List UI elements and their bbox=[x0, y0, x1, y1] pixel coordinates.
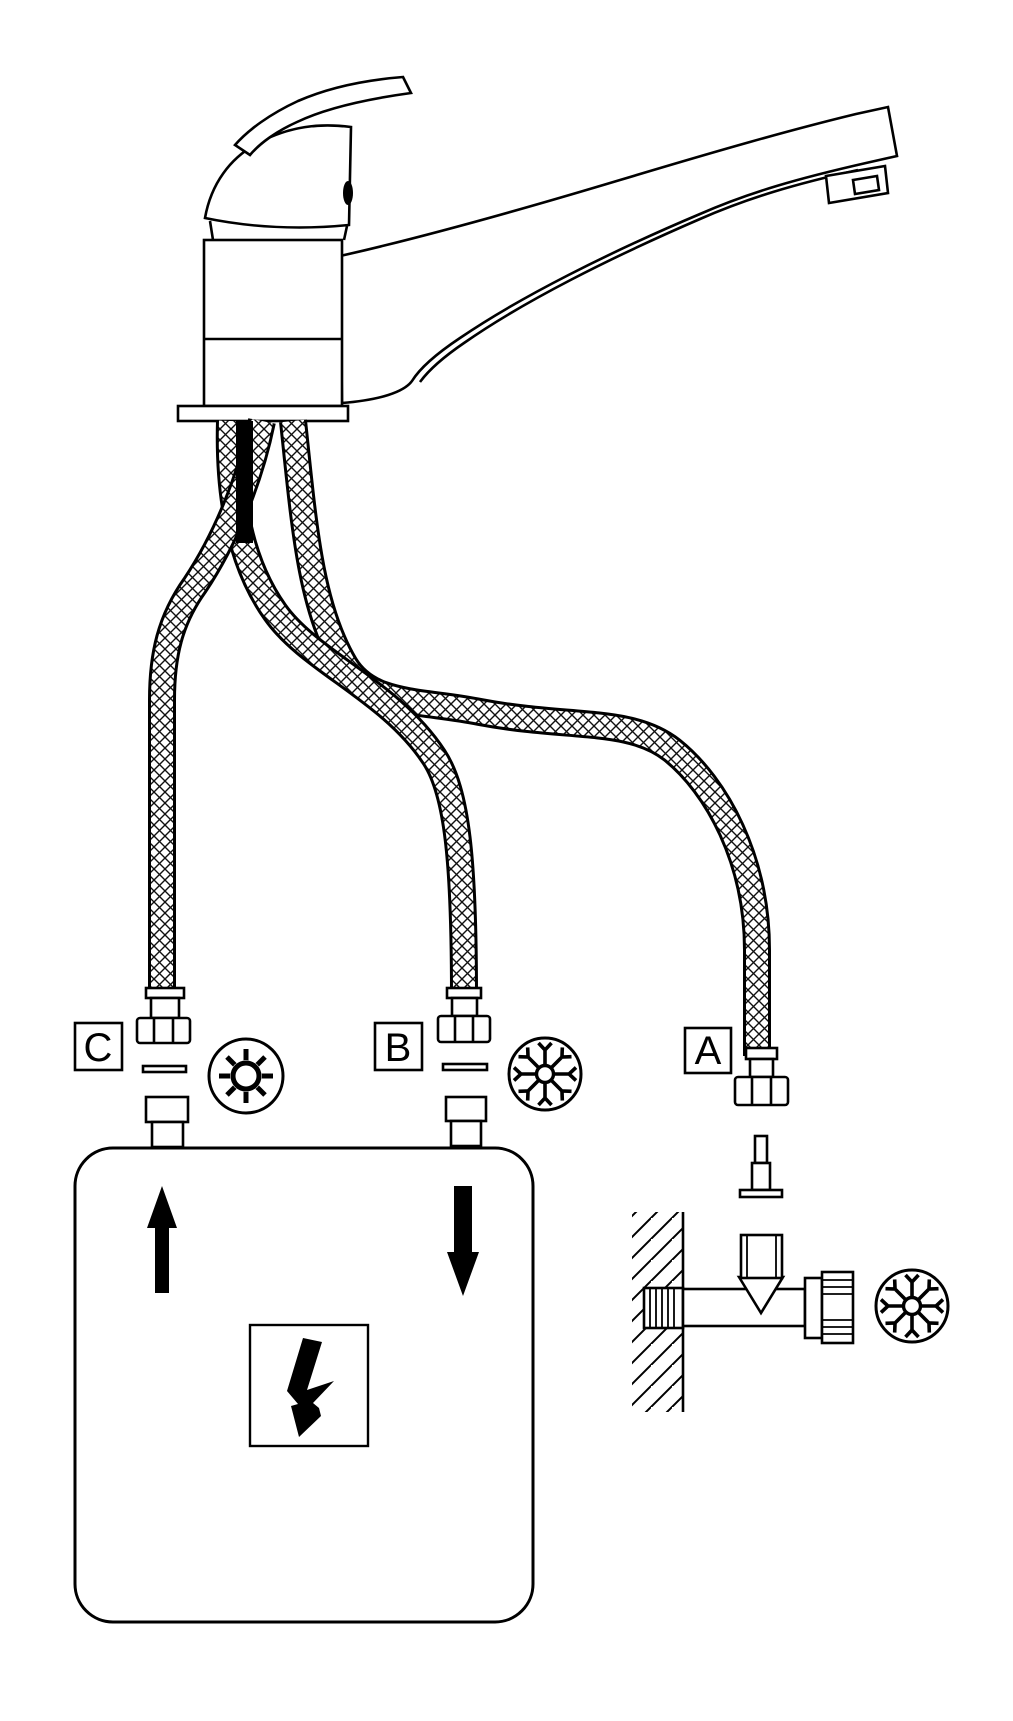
aerator-inner bbox=[851, 174, 881, 196]
label-box-a bbox=[683, 1026, 733, 1075]
label-box-b bbox=[373, 1021, 424, 1072]
heater-hot-outlet-stub bbox=[144, 1095, 190, 1149]
washer-c bbox=[141, 1064, 188, 1074]
hose-c-ferrule bbox=[144, 986, 186, 1000]
valve-body bbox=[681, 1287, 807, 1328]
faucet-base-plate bbox=[176, 404, 350, 423]
faucet-body bbox=[202, 238, 344, 408]
valve-handle bbox=[803, 1270, 855, 1345]
temperature-indicator-dot bbox=[343, 181, 353, 205]
mounting-stud bbox=[236, 421, 253, 543]
hose-c-nut bbox=[135, 1016, 192, 1045]
faucet bbox=[176, 75, 899, 423]
labels bbox=[73, 1021, 733, 1075]
hose-a bbox=[279, 419, 771, 1056]
label-a: A bbox=[695, 1029, 722, 1073]
valve-wall-thread bbox=[642, 1286, 685, 1330]
connection-b bbox=[436, 986, 492, 1148]
connection-a bbox=[733, 1046, 790, 1199]
snowflake-cold-icon-a bbox=[876, 1270, 948, 1342]
snowflake-cold-icon-b bbox=[509, 1038, 581, 1110]
filter-insert bbox=[738, 1134, 784, 1199]
hose-b-ferrule bbox=[445, 986, 483, 1000]
hoses bbox=[148, 418, 771, 1056]
water-heater bbox=[73, 1146, 535, 1624]
label-box-c bbox=[73, 1021, 124, 1072]
connection-c bbox=[135, 986, 192, 1149]
hose-b-nut bbox=[436, 1014, 492, 1044]
valve-top-port bbox=[739, 1233, 784, 1280]
label-c: C bbox=[84, 1026, 113, 1070]
label-b: B bbox=[385, 1026, 412, 1070]
arrow-up-icon bbox=[147, 1186, 177, 1293]
lightning-bolt-icon bbox=[287, 1338, 334, 1437]
hose-a-nut bbox=[733, 1075, 790, 1107]
sun-hot-icon bbox=[207, 1037, 285, 1115]
arrow-down-icon bbox=[447, 1186, 479, 1296]
faucet-lever bbox=[233, 75, 413, 157]
heater-cold-inlet-stub bbox=[444, 1095, 488, 1148]
washer-b bbox=[441, 1062, 489, 1072]
faucet-spout bbox=[338, 105, 899, 405]
hose-a-ferrule bbox=[744, 1046, 779, 1061]
wall-and-angle-valve bbox=[632, 1212, 855, 1412]
faucet-dome bbox=[203, 124, 353, 229]
